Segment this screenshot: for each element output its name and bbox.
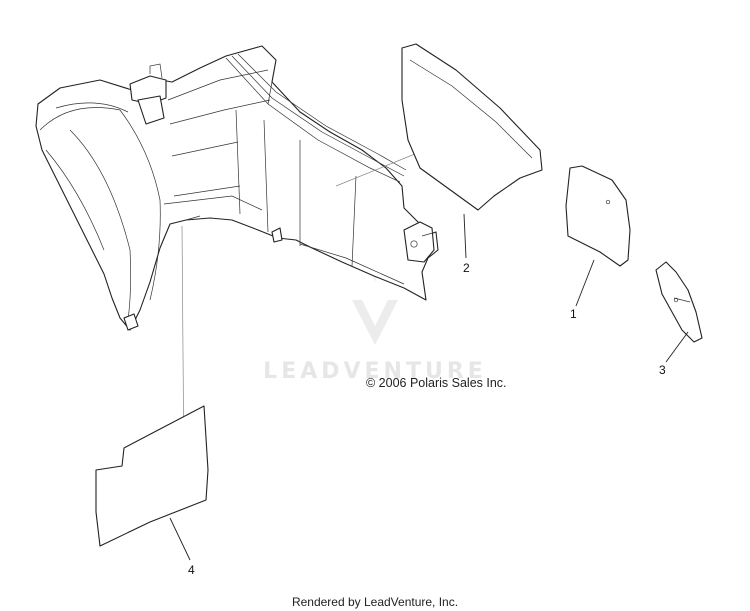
callout-1: 1 [570,307,577,321]
part-4-panel [95,405,209,547]
part-2-panel [401,43,543,211]
fender-assembly [35,45,439,331]
watermark-text: LEADVENTURE [263,359,487,384]
leader-line-4 [169,517,191,561]
leader-line-2 [463,213,467,259]
leadventure-watermark-logo: LEADVENTURE [263,251,487,384]
part-3-piece [655,261,703,343]
footer-credit: Rendered by LeadVenture, Inc. [292,595,458,609]
callout-2: 2 [463,261,470,275]
leader-line-1 [575,259,595,307]
leader-line-3 [665,331,689,363]
fender-outline [35,45,439,331]
part-1-panel [565,165,631,267]
callout-4: 4 [188,563,195,577]
callout-3: 3 [659,363,666,377]
copyright-notice: © 2006 Polaris Sales Inc. [366,376,507,390]
